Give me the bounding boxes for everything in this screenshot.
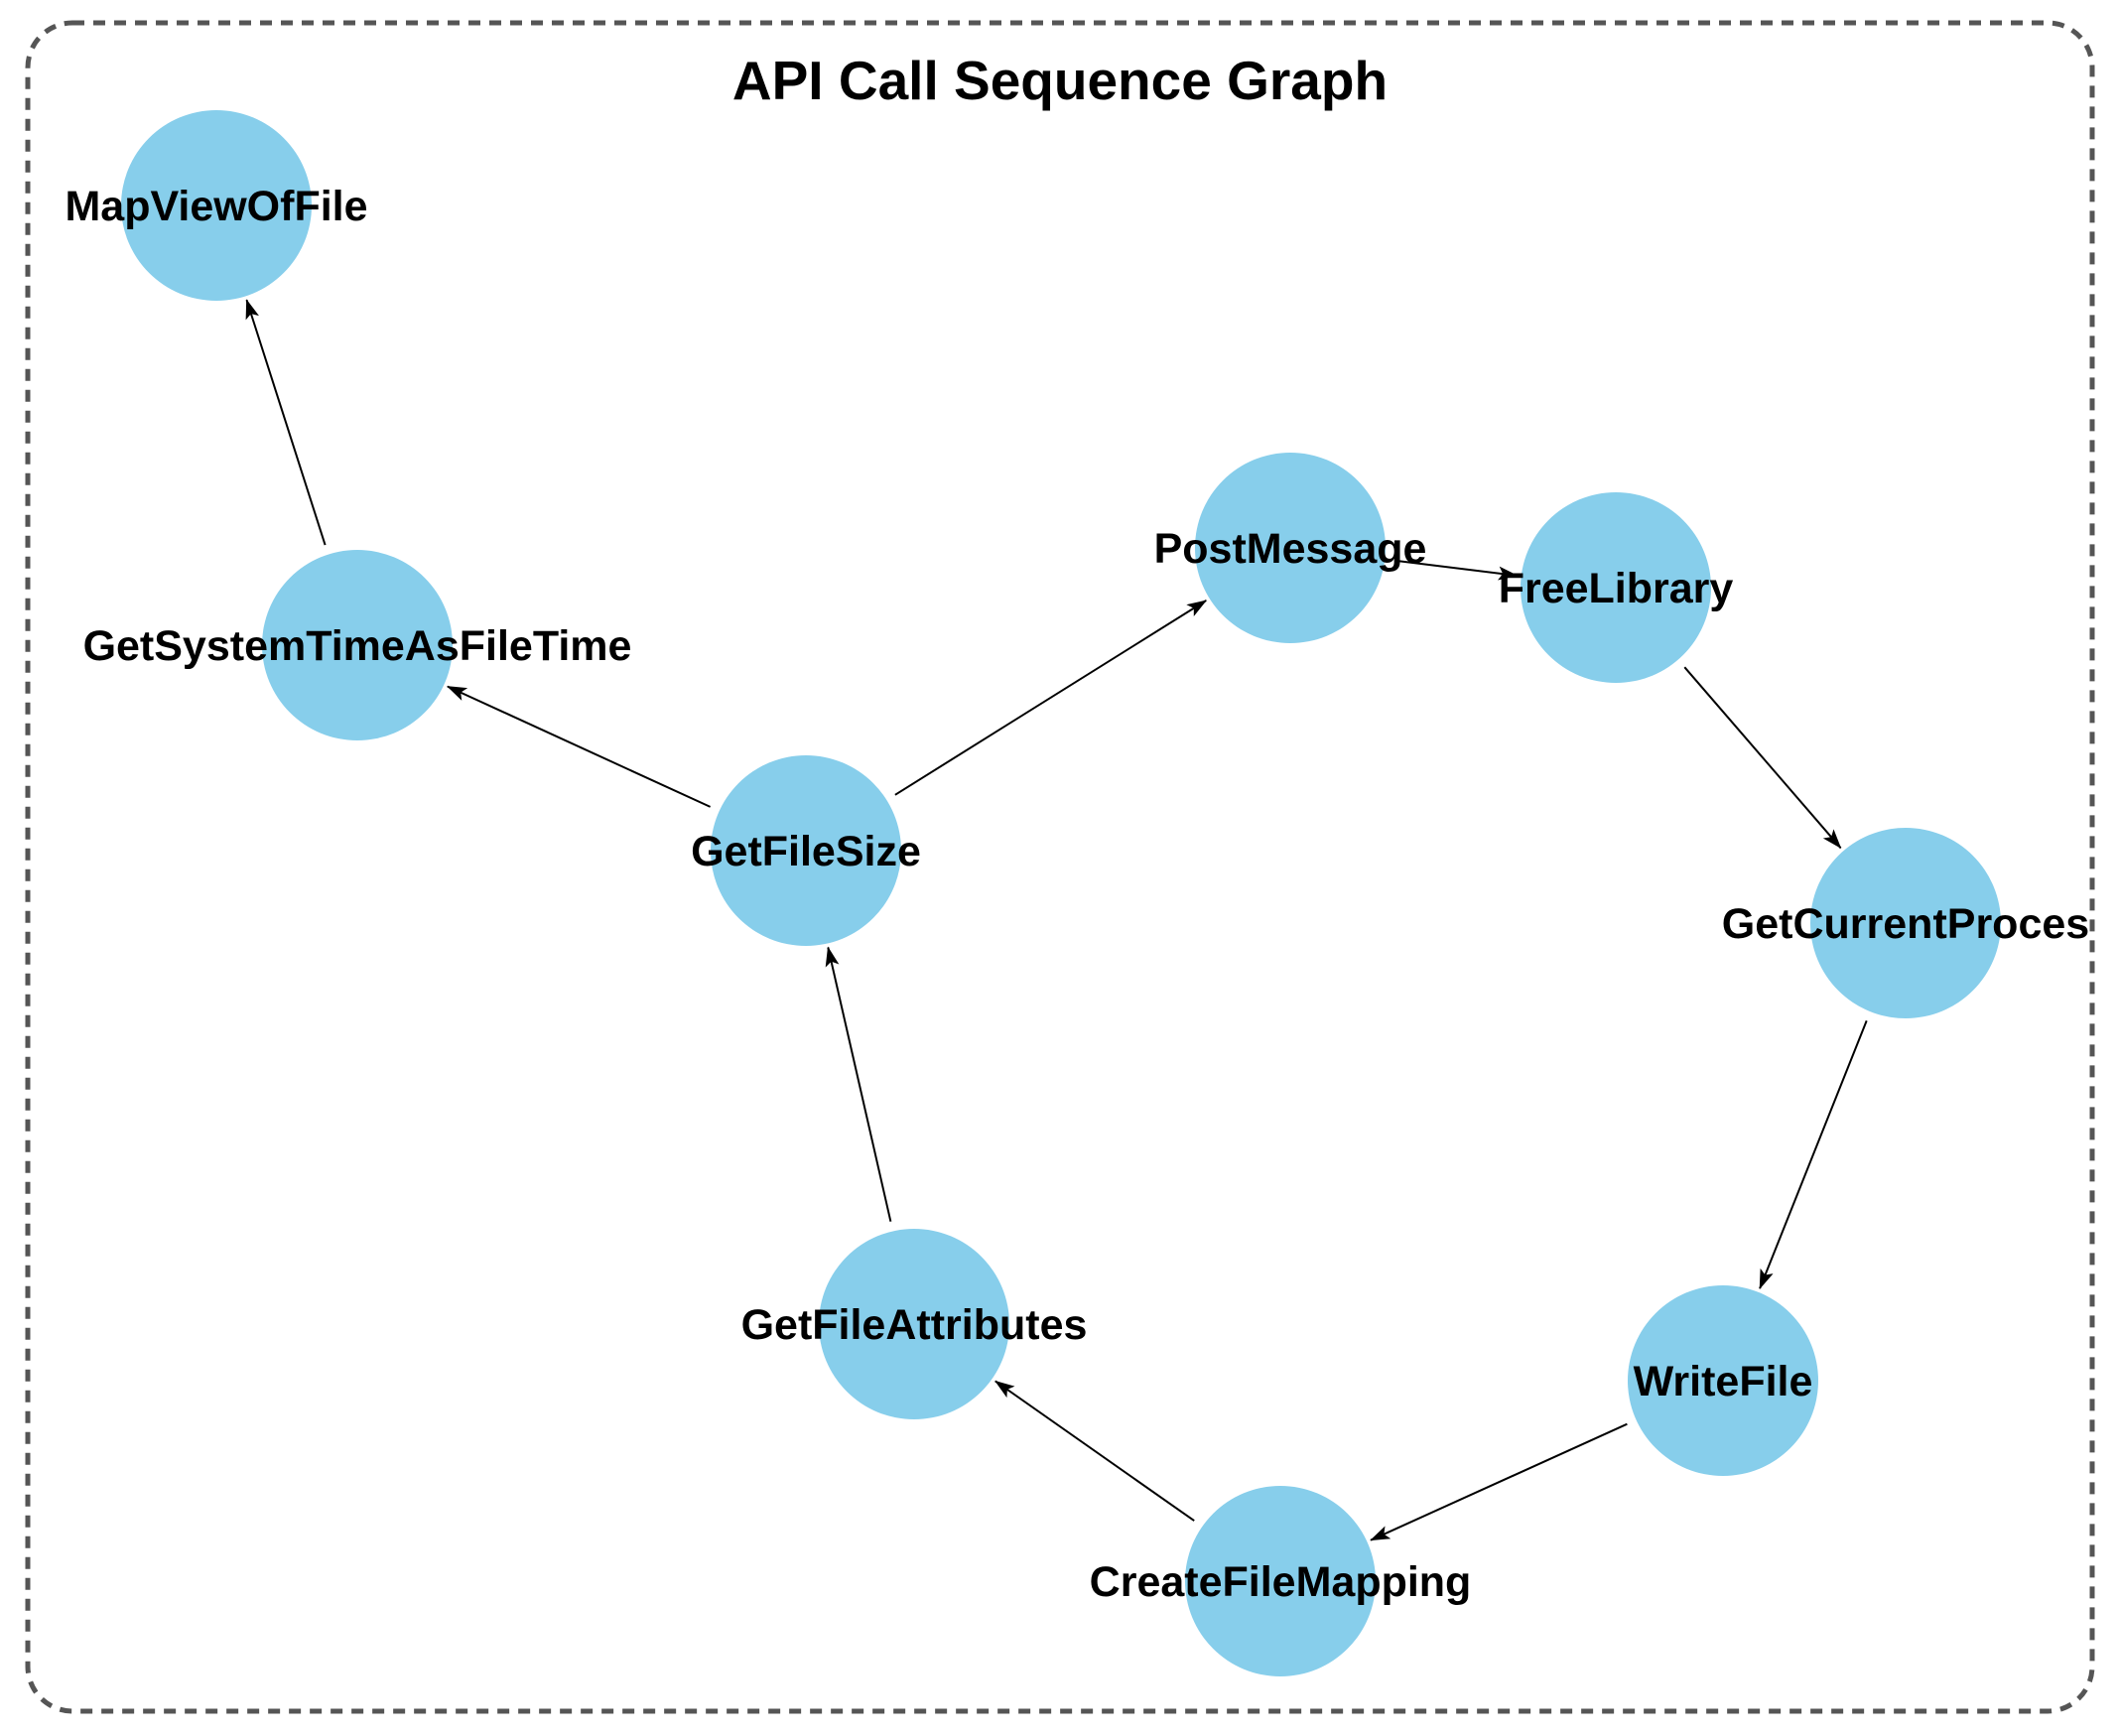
- node-CreateFileMapping: [1185, 1486, 1376, 1676]
- labels-layer: MapViewOfFileGetSystemTimeAsFileTimeGetF…: [65, 183, 2089, 1606]
- node-GetFileSize: [711, 755, 901, 946]
- node-label-FreeLibrary: FreeLibrary: [1499, 565, 1734, 612]
- edge-WriteFile-to-CreateFileMapping: [1370, 1422, 1628, 1541]
- node-label-MapViewOfFile: MapViewOfFile: [65, 183, 367, 230]
- node-label-WriteFile: WriteFile: [1634, 1358, 1813, 1405]
- edge-PostMessage-to-FreeLibrary: [1394, 559, 1519, 581]
- node-MapViewOfFile: [121, 110, 312, 301]
- node-GetFileAttributes: [819, 1229, 1009, 1419]
- edges-layer: [245, 299, 1868, 1541]
- node-label-GetCurrentProces: GetCurrentProces: [1722, 900, 2089, 948]
- node-label-GetFileAttributes: GetFileAttributes: [741, 1301, 1088, 1349]
- edge-FreeLibrary-to-GetCurrentProces: [1683, 666, 1842, 850]
- node-GetCurrentProces: [1810, 828, 2001, 1018]
- node-label-GetSystemTimeAsFileTime: GetSystemTimeAsFileTime: [83, 622, 632, 670]
- node-label-GetFileSize: GetFileSize: [691, 828, 921, 875]
- edge-GetFileSize-to-GetSystemTimeAsFileTime: [446, 685, 712, 808]
- chart-title: API Call Sequence Graph: [732, 50, 1388, 111]
- node-GetSystemTimeAsFileTime: [262, 550, 453, 740]
- figure-dashed-border: [25, 20, 2095, 1714]
- node-PostMessage: [1195, 453, 1386, 643]
- edge-GetFileAttributes-to-GetFileSize: [825, 946, 892, 1222]
- nodes-layer: [121, 110, 2001, 1676]
- edge-GetCurrentProces-to-WriteFile: [1759, 1020, 1868, 1290]
- node-WriteFile: [1628, 1285, 1818, 1476]
- edge-CreateFileMapping-to-GetFileAttributes: [994, 1380, 1195, 1522]
- edge-GetSystemTimeAsFileTime-to-MapViewOfFile: [245, 299, 327, 546]
- node-label-PostMessage: PostMessage: [1154, 525, 1427, 573]
- edge-GetFileSize-to-PostMessage: [894, 600, 1208, 796]
- node-FreeLibrary: [1521, 492, 1711, 683]
- node-label-CreateFileMapping: CreateFileMapping: [1090, 1558, 1472, 1606]
